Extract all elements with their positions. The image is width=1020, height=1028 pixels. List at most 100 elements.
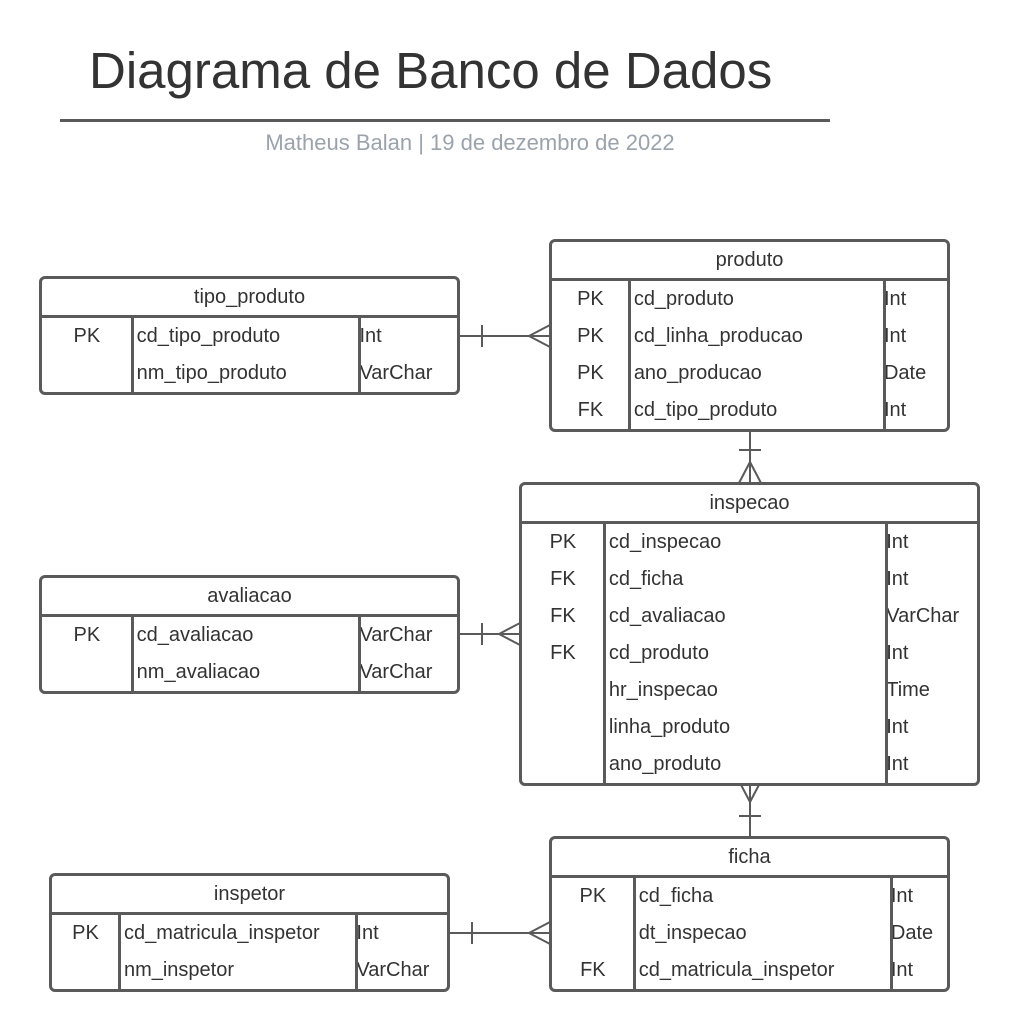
table-row: PK cd_produto Int bbox=[552, 281, 947, 318]
table-row: PK ano_producao Date bbox=[552, 355, 947, 392]
table-row: PK cd_tipo_produto Int bbox=[42, 318, 457, 355]
field-cell: cd_produto bbox=[633, 288, 734, 310]
type-cell: VarChar bbox=[886, 605, 960, 627]
field-cell: cd_tipo_produto bbox=[633, 399, 778, 421]
field-cell: cd_inspecao bbox=[608, 531, 722, 553]
type-cell: VarChar bbox=[356, 959, 430, 981]
entity-ficha[interactable]: ficha PK cd_ficha Int dt_inspecao Date F… bbox=[549, 836, 950, 992]
type-cell: Date bbox=[883, 362, 927, 384]
field-cell: nm_tipo_produto bbox=[136, 362, 287, 384]
key-cell: PK bbox=[577, 362, 604, 384]
type-cell: Int bbox=[886, 753, 909, 775]
entity-title: avaliacao bbox=[42, 578, 457, 617]
type-cell: Int bbox=[883, 288, 907, 310]
field-cell: nm_avaliacao bbox=[136, 661, 261, 683]
key-cell: PK bbox=[73, 325, 101, 347]
key-cell: PK bbox=[577, 325, 604, 347]
key-cell bbox=[552, 915, 634, 952]
field-cell: cd_matricula_inspetor bbox=[123, 922, 320, 944]
table-row: nm_inspetor VarChar bbox=[52, 952, 447, 989]
entity-title: tipo_produto bbox=[42, 279, 457, 318]
entity-title: inspetor bbox=[52, 876, 447, 915]
field-cell: cd_produto bbox=[608, 642, 709, 664]
table-row: PK cd_inspecao Int bbox=[522, 524, 977, 561]
field-cell: cd_avaliacao bbox=[136, 624, 254, 646]
table-row: dt_inspecao Date bbox=[552, 915, 947, 952]
field-cell: hr_inspecao bbox=[608, 679, 718, 701]
key-cell: PK bbox=[579, 885, 607, 907]
page-title: Diagrama de Banco de Dados bbox=[89, 42, 773, 99]
entity-title: produto bbox=[552, 242, 947, 281]
type-cell: VarChar bbox=[359, 661, 433, 683]
key-cell: FK bbox=[580, 959, 606, 981]
table-row: nm_avaliacao VarChar bbox=[42, 654, 457, 691]
relationship-avaliacao-inspecao bbox=[460, 622, 521, 646]
type-cell: Int bbox=[356, 922, 379, 944]
field-cell: cd_ficha bbox=[608, 568, 684, 590]
key-cell bbox=[522, 746, 604, 783]
field-cell: cd_matricula_inspetor bbox=[638, 959, 835, 981]
field-cell: linha_produto bbox=[608, 716, 731, 738]
entity-title: inspecao bbox=[522, 485, 977, 524]
key-cell bbox=[42, 355, 132, 392]
entity-inspetor[interactable]: inspetor PK cd_matricula_inspetor Int nm… bbox=[49, 873, 450, 992]
relationship-inspetor-ficha bbox=[450, 921, 551, 945]
type-cell: Int bbox=[886, 568, 909, 590]
field-cell: cd_avaliacao bbox=[608, 605, 726, 627]
key-cell bbox=[522, 672, 604, 709]
type-cell: Int bbox=[890, 959, 914, 981]
field-cell: ano_produto bbox=[608, 753, 722, 775]
table-row: nm_tipo_produto VarChar bbox=[42, 355, 457, 392]
key-cell: FK bbox=[577, 399, 604, 421]
type-cell: VarChar bbox=[359, 362, 433, 384]
field-cell: cd_linha_producao bbox=[633, 325, 803, 347]
table-row: linha_produto Int bbox=[522, 709, 977, 746]
field-cell: cd_tipo_produto bbox=[136, 325, 281, 347]
entity-avaliacao[interactable]: avaliacao PK cd_avaliacao VarChar nm_ava… bbox=[39, 575, 460, 694]
type-cell: Int bbox=[883, 325, 907, 347]
entity-tipo-produto[interactable]: tipo_produto PK cd_tipo_produto Int nm_t… bbox=[39, 276, 460, 395]
table-row: FK cd_produto Int bbox=[522, 635, 977, 672]
type-cell: Int bbox=[359, 325, 382, 347]
key-cell: PK bbox=[577, 288, 604, 310]
entity-produto[interactable]: produto PK cd_produto Int PK cd_linha_pr… bbox=[549, 239, 950, 432]
title-divider bbox=[60, 119, 830, 122]
table-row: PK cd_matricula_inspetor Int bbox=[52, 915, 447, 952]
type-cell: Int bbox=[886, 531, 909, 553]
type-cell: Int bbox=[886, 716, 909, 738]
field-cell: ano_producao bbox=[633, 362, 762, 384]
table-row: FK cd_ficha Int bbox=[522, 561, 977, 598]
type-cell: Int bbox=[883, 399, 907, 421]
key-cell: PK bbox=[72, 922, 99, 944]
table-row: FK cd_tipo_produto Int bbox=[552, 392, 947, 429]
key-cell: FK bbox=[550, 605, 576, 627]
key-cell bbox=[522, 709, 604, 746]
key-cell: PK bbox=[73, 624, 101, 646]
table-row: hr_inspecao Time bbox=[522, 672, 977, 709]
entity-title: ficha bbox=[552, 839, 947, 878]
relationship-ficha-inspecao bbox=[738, 780, 762, 837]
type-cell: Int bbox=[886, 642, 909, 664]
field-cell: dt_inspecao bbox=[638, 922, 747, 944]
type-cell: Date bbox=[890, 922, 934, 944]
table-row: PK cd_ficha Int bbox=[552, 878, 947, 915]
type-cell: Time bbox=[886, 679, 930, 701]
table-row: PK cd_linha_producao Int bbox=[552, 318, 947, 355]
entity-inspecao[interactable]: inspecao PK cd_inspecao Int FK cd_ficha … bbox=[519, 482, 980, 786]
page-subtitle: Matheus Balan | 19 de dezembro de 2022 bbox=[265, 130, 675, 155]
field-cell: cd_ficha bbox=[638, 885, 714, 907]
key-cell bbox=[42, 654, 132, 691]
key-cell: FK bbox=[550, 642, 576, 664]
table-row: ano_produto Int bbox=[522, 746, 977, 783]
table-row: FK cd_avaliacao VarChar bbox=[522, 598, 977, 635]
relationship-produto-inspecao bbox=[738, 428, 762, 484]
key-cell: PK bbox=[549, 531, 577, 553]
table-row: PK cd_avaliacao VarChar bbox=[42, 617, 457, 654]
field-cell: nm_inspetor bbox=[123, 959, 235, 981]
type-cell: Int bbox=[890, 885, 914, 907]
key-cell: FK bbox=[550, 568, 576, 590]
table-row: FK cd_matricula_inspetor Int bbox=[552, 952, 947, 989]
relationship-tipo-produto-produto bbox=[460, 324, 551, 348]
key-cell bbox=[52, 952, 119, 989]
